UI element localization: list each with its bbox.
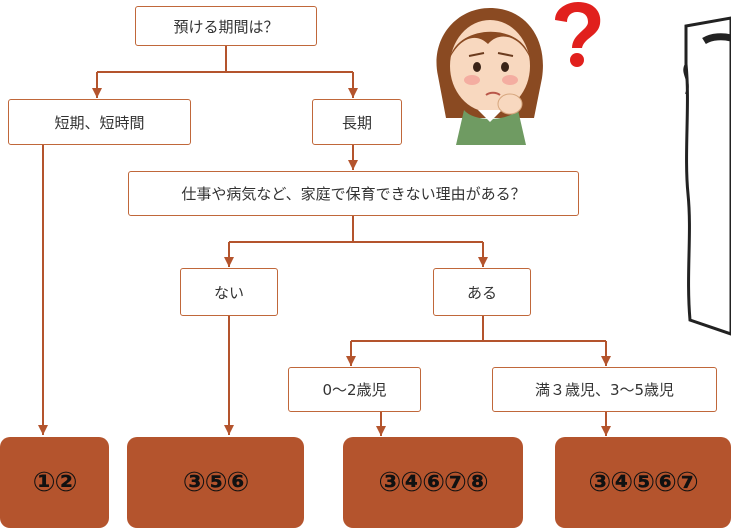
node-yes: ある [433,268,531,316]
thinking-woman-illustration [436,8,543,145]
result-box-1: ①② [0,437,109,528]
question-mark-icon [555,2,601,67]
result-box-4: ③④⑤⑥⑦ [555,437,731,528]
result-box-3: ③④⑥⑦⑧ [343,437,523,528]
node-short-term: 短期、短時間 [8,99,191,145]
node-no: ない [180,268,278,316]
node-long-term: 長期 [312,99,402,145]
node-period-question: 預ける期間は？ [135,6,317,46]
node-reason-question: 仕事や病気など、家庭で保育できない理由がある？ [128,171,579,216]
node-age-3-5: 満３歳児、3～5歳児 [492,367,717,412]
node-age-0-2: 0～2歳児 [288,367,421,412]
result-box-2: ③⑤⑥ [127,437,304,528]
paper-sketch-illustration [683,16,731,336]
